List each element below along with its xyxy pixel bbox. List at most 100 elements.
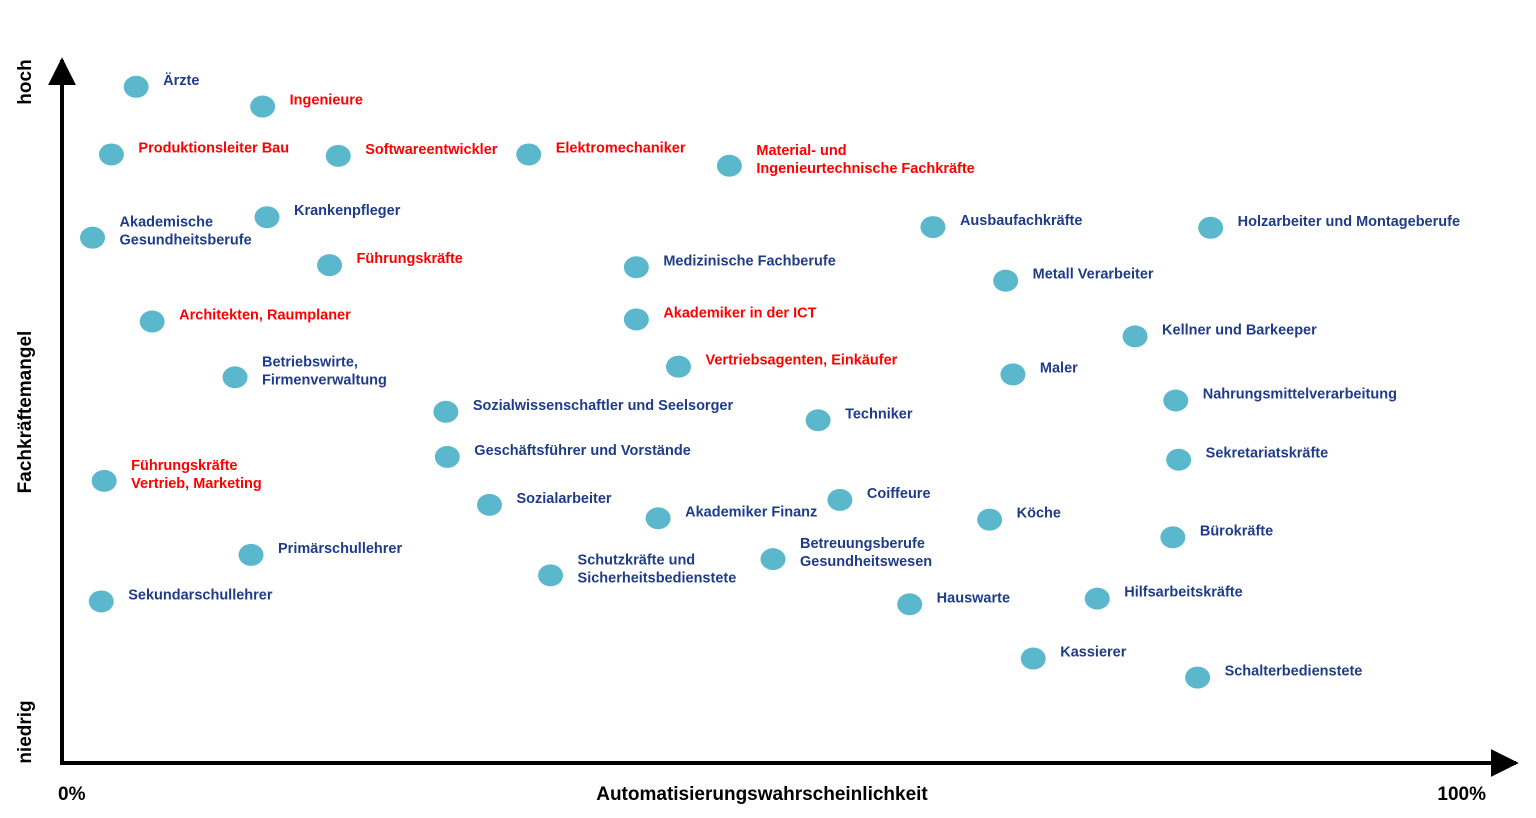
point-label: Hilfsarbeitskräfte bbox=[1124, 585, 1242, 601]
point-marker bbox=[760, 548, 786, 571]
data-point: Akademiker in der ICT bbox=[623, 305, 817, 331]
point-label-line: Softwareentwickler bbox=[365, 142, 498, 158]
data-point: Metall Verarbeiter bbox=[993, 267, 1154, 292]
point-label-line: Vertriebsagenten, Einkäufer bbox=[705, 353, 897, 369]
point-label: Schalterbedienstete bbox=[1225, 664, 1363, 680]
point-label-line: Sozialarbeiter bbox=[516, 491, 611, 507]
point-marker bbox=[139, 310, 165, 333]
point-marker bbox=[993, 269, 1019, 292]
point-label-line: Material- und bbox=[756, 143, 846, 159]
point-marker bbox=[1185, 666, 1211, 689]
point-marker bbox=[80, 226, 106, 249]
point-marker bbox=[1000, 363, 1026, 386]
point-label-line: Gesundheitsberufe bbox=[120, 233, 252, 249]
point-marker bbox=[1122, 325, 1148, 348]
point-label: Softwareentwickler bbox=[365, 142, 498, 158]
point-label: Sekundarschullehrer bbox=[128, 587, 273, 603]
point-marker bbox=[1084, 587, 1110, 610]
data-point: Produktionsleiter Bau bbox=[98, 140, 289, 166]
data-point: Ausbaufachkräfte bbox=[920, 213, 1082, 239]
point-label: Ärzte bbox=[163, 72, 199, 89]
y-tick-min-label: niedrig bbox=[15, 700, 36, 763]
point-label-line: Krankenpfleger bbox=[294, 203, 401, 219]
point-label-line: Bürokräfte bbox=[1200, 523, 1273, 539]
point-marker bbox=[88, 590, 114, 613]
point-label-line: Akademische bbox=[120, 215, 214, 231]
point-label-line: Sekretariatskräfte bbox=[1206, 446, 1329, 462]
point-label-line: Betriebswirte, bbox=[262, 354, 358, 370]
point-label: Maler bbox=[1040, 360, 1078, 376]
y-axis-label: Fachkräftemangel bbox=[15, 331, 36, 494]
data-point: Krankenpfleger bbox=[254, 203, 401, 229]
point-marker bbox=[805, 409, 831, 432]
point-marker bbox=[1020, 647, 1046, 670]
data-point: Architekten, Raumplaner bbox=[139, 308, 351, 333]
data-point: Bürokräfte bbox=[1160, 523, 1273, 549]
point-label: Betriebswirte,Firmenverwaltung bbox=[262, 354, 387, 388]
point-label-line: Vertrieb, Marketing bbox=[131, 476, 262, 492]
point-label: Vertriebsagenten, Einkäufer bbox=[705, 353, 897, 369]
point-label: Bürokräfte bbox=[1200, 523, 1273, 539]
point-label: Akademiker Finanz bbox=[685, 504, 817, 520]
point-label-line: Führungskräfte bbox=[131, 458, 237, 474]
data-point: Nahrungsmittelverarbeitung bbox=[1163, 387, 1397, 412]
point-marker bbox=[98, 143, 124, 166]
data-point: Ärzte bbox=[123, 72, 199, 98]
data-point: Holzarbeiter und Montageberufe bbox=[1198, 214, 1460, 239]
point-label: Ingenieure bbox=[290, 93, 363, 109]
point-label: Hauswarte bbox=[937, 590, 1010, 606]
point-marker bbox=[91, 469, 117, 492]
x-tick-min-label: 0% bbox=[58, 784, 86, 805]
point-label-line: Kassierer bbox=[1060, 645, 1126, 661]
point-label: Krankenpfleger bbox=[294, 203, 401, 219]
point-marker bbox=[920, 216, 946, 239]
point-label-line: Ingenieure bbox=[290, 93, 363, 109]
point-label: Sozialwissenschaftler und Seelsorger bbox=[473, 398, 734, 414]
data-point: Geschäftsführer und Vorstände bbox=[434, 443, 691, 468]
data-point: Medizinische Fachberufe bbox=[623, 253, 836, 279]
point-label: Coiffeure bbox=[867, 486, 931, 502]
point-marker bbox=[977, 508, 1003, 531]
point-label: Primärschullehrer bbox=[278, 541, 402, 557]
point-label-line: Köche bbox=[1017, 506, 1061, 522]
point-label-line: Ingenieurtechnische Fachkräfte bbox=[756, 161, 974, 177]
point-marker bbox=[1163, 389, 1189, 412]
point-label: Produktionsleiter Bau bbox=[138, 140, 289, 156]
point-label-line: Schalterbedienstete bbox=[1225, 664, 1363, 680]
point-label-line: Hauswarte bbox=[937, 590, 1010, 606]
data-point: Kellner und Barkeeper bbox=[1122, 322, 1317, 348]
point-label-line: Sicherheitsbedienstete bbox=[578, 570, 737, 586]
point-label-line: Sekundarschullehrer bbox=[128, 587, 273, 603]
point-marker bbox=[1166, 448, 1192, 471]
point-label-line: Akademiker in der ICT bbox=[663, 305, 816, 321]
point-marker bbox=[538, 564, 564, 587]
point-label-line: Coiffeure bbox=[867, 486, 931, 502]
point-marker bbox=[325, 144, 351, 167]
data-point: Hilfsarbeitskräfte bbox=[1084, 585, 1243, 610]
data-point: Sekundarschullehrer bbox=[88, 587, 273, 613]
data-point: Vertriebsagenten, Einkäufer bbox=[665, 353, 898, 378]
point-label: Köche bbox=[1017, 506, 1061, 522]
data-point: Betriebswirte,Firmenverwaltung bbox=[222, 354, 387, 389]
point-label-line: Elektromechaniker bbox=[556, 140, 686, 156]
point-marker bbox=[623, 308, 649, 331]
point-label: Akademiker in der ICT bbox=[663, 305, 816, 321]
point-marker bbox=[254, 206, 280, 229]
point-label-line: Führungskräfte bbox=[357, 251, 463, 267]
point-marker bbox=[897, 593, 923, 616]
data-point: Sekretariatskräfte bbox=[1166, 446, 1328, 471]
point-marker bbox=[222, 366, 248, 389]
x-axis-label: Automatisierungswahrscheinlichkeit bbox=[596, 784, 928, 805]
point-marker bbox=[434, 445, 460, 468]
point-label: Techniker bbox=[845, 406, 913, 422]
point-label-line: Techniker bbox=[845, 406, 913, 422]
point-marker bbox=[476, 493, 502, 516]
